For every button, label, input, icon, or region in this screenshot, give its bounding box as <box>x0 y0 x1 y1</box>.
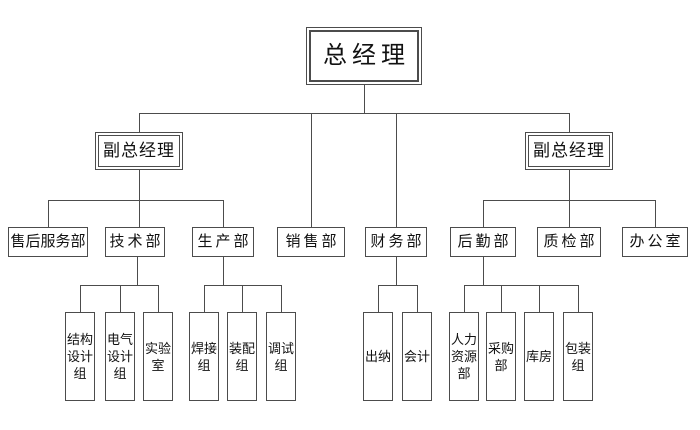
node-packaging: 包装组 <box>563 312 593 401</box>
node-finance: 财务部 <box>365 227 427 257</box>
connector-production-rail <box>204 285 282 286</box>
connector-to-office <box>655 200 656 227</box>
node-human-resources: 人力资源部 <box>449 312 479 401</box>
node-laboratory: 实验室 <box>143 312 173 401</box>
connector-technology-stem <box>137 257 138 285</box>
connector-to-packaging <box>578 285 579 312</box>
connector-to-cashier <box>378 285 379 312</box>
connector-to-debugging <box>281 285 282 312</box>
node-accounting: 会计 <box>402 312 432 401</box>
node-technology: 技术部 <box>105 227 165 257</box>
node-production: 生产部 <box>192 227 254 257</box>
connector-to-after-sales <box>48 200 49 227</box>
node-logistics: 后勤部 <box>450 227 516 257</box>
connector-logistics-rail <box>464 285 579 286</box>
connector-to-finance <box>396 113 397 227</box>
node-structural-design: 结构设计组 <box>65 312 95 401</box>
connector-to-structural-design <box>80 285 81 312</box>
connector-to-production <box>223 200 224 227</box>
connector-top-rail <box>139 113 570 114</box>
node-warehouse: 库房 <box>524 312 554 401</box>
connector-root-stem <box>364 85 365 113</box>
connector-to-laboratory <box>158 285 159 312</box>
connector-deputy-right-rail <box>483 200 656 201</box>
connector-production-stem <box>223 257 224 285</box>
node-debugging: 调试组 <box>266 312 296 401</box>
node-quality-inspection: 质检部 <box>537 227 601 257</box>
node-electrical-design: 电气设计组 <box>105 312 135 401</box>
node-cashier: 出纳 <box>363 312 393 401</box>
connector-deputy-right-stem <box>569 170 570 227</box>
node-welding: 焊接组 <box>189 312 219 401</box>
connector-to-human-resources <box>464 285 465 312</box>
connector-to-warehouse <box>539 285 540 312</box>
connector-finance-rail <box>378 285 418 286</box>
connector-technology-rail <box>80 285 159 286</box>
node-general-manager: 总经理 <box>306 27 422 85</box>
connector-logistics-stem <box>483 257 484 285</box>
connector-to-electrical-design <box>120 285 121 312</box>
connector-deputy-left-rail <box>48 200 224 201</box>
connector-to-purchasing <box>501 285 502 312</box>
node-sales: 销售部 <box>277 227 345 257</box>
connector-to-logistics <box>483 200 484 227</box>
node-office: 办公室 <box>622 227 688 257</box>
connector-to-accounting <box>417 285 418 312</box>
node-deputy-gm-left: 副总经理 <box>95 132 183 170</box>
connector-finance-stem <box>396 257 397 285</box>
node-purchasing: 采购部 <box>486 312 516 401</box>
connector-to-deputy-right <box>569 113 570 132</box>
connector-to-assembly <box>242 285 243 312</box>
node-assembly: 装配组 <box>227 312 257 401</box>
connector-to-sales <box>311 113 312 227</box>
connector-deputy-left-stem <box>139 170 140 227</box>
connector-to-deputy-left <box>139 113 140 132</box>
connector-to-welding <box>204 285 205 312</box>
node-deputy-gm-right: 副总经理 <box>525 132 613 170</box>
node-after-sales-service: 售后服务部 <box>8 227 88 257</box>
